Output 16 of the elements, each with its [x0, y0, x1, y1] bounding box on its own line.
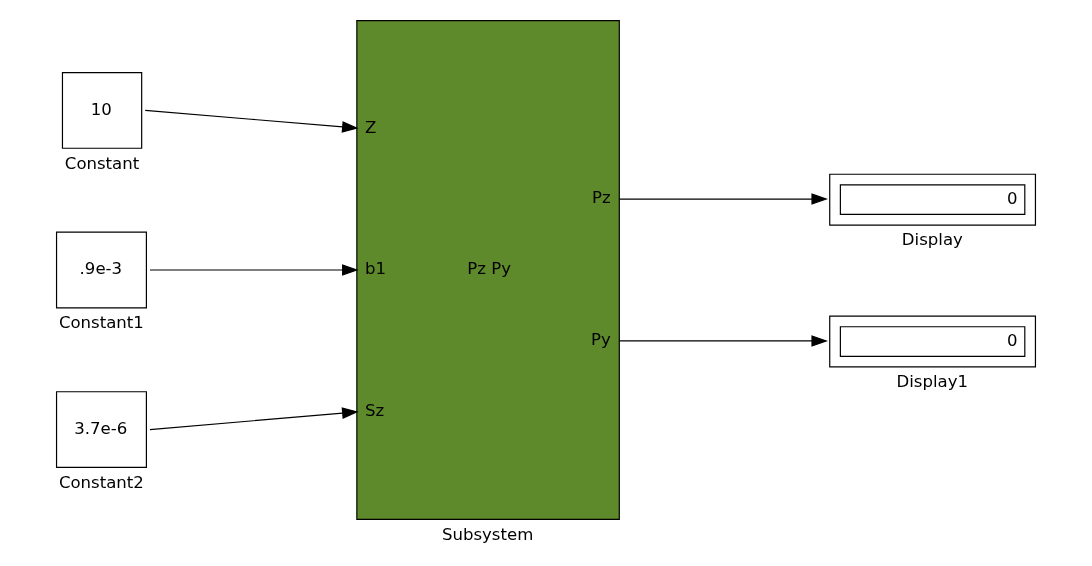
node-label: Constant [64, 153, 140, 173]
arrow [149, 264, 359, 276]
node-box: 0 [829, 315, 1037, 368]
node-label: Display1 [896, 372, 969, 392]
node-label: Constant2 [58, 472, 144, 492]
node-label: Subsystem [441, 524, 534, 544]
arrow [149, 407, 359, 431]
node-box: 10 [61, 71, 143, 149]
node-box: 0 [829, 173, 1037, 226]
node-label: Constant1 [58, 313, 144, 333]
node-label: Display [901, 230, 963, 250]
arrow [618, 193, 828, 205]
node-box: .9e-3 [55, 231, 147, 309]
arrow [618, 335, 828, 347]
node-box: 3.7e-6 [55, 391, 147, 468]
arrow [144, 109, 359, 133]
